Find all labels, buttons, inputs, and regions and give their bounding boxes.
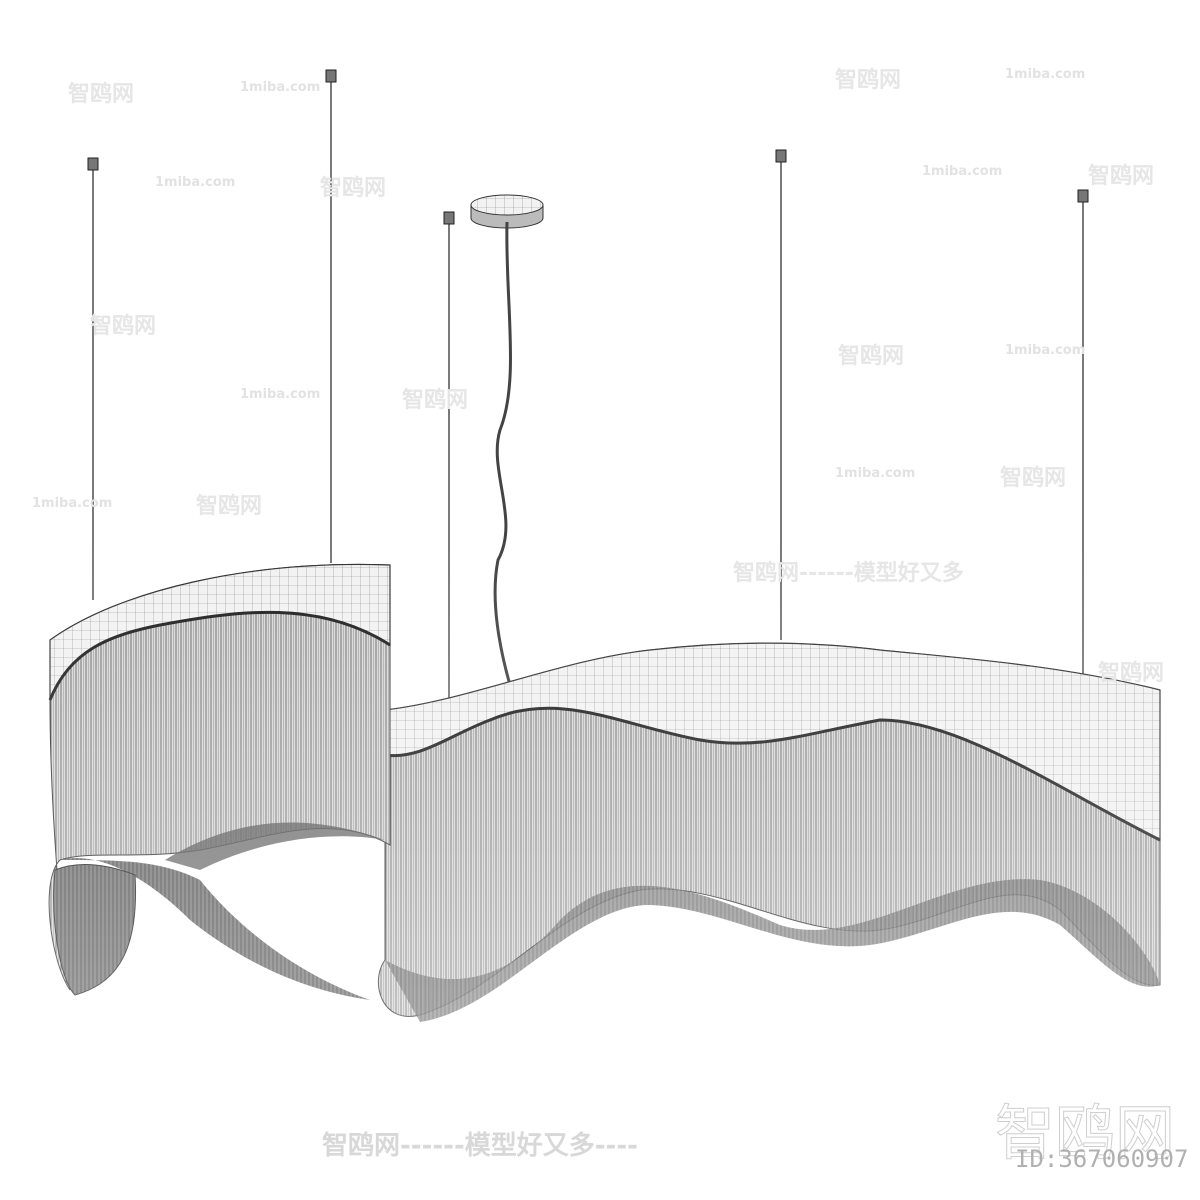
watermark-id: ID:367060907 (1015, 1145, 1189, 1173)
ceiling-cap-4 (775, 149, 787, 163)
watermark-site-name: 智鸥网 (196, 494, 263, 519)
watermark-url: 1miba.com (922, 164, 1003, 179)
watermark-site-name: 智鸥网 (1098, 661, 1165, 686)
watermark-site-name: 智鸥网 (1000, 466, 1067, 491)
canopy (470, 194, 544, 229)
watermark-slogan: 智鸥网------模型好又多---- (322, 1131, 638, 1161)
watermark-mid-slogan: 智鸥网------模型好又多 (733, 561, 964, 586)
watermark-site-name: 智鸥网 (1088, 164, 1155, 189)
watermark-url: 1miba.com (835, 466, 916, 481)
watermark-url: 1miba.com (240, 80, 321, 95)
watermark-logo-text: 智鸥网 (995, 1099, 1176, 1170)
watermark-url: 1miba.com (1005, 343, 1086, 358)
watermark-site-name: 智鸥网 (90, 314, 157, 339)
watermark-site-name: 智鸥网 (835, 68, 902, 93)
watermark-site-name: 智鸥网 (402, 388, 469, 413)
ceiling-cap-1 (87, 157, 99, 171)
watermark-url: 1miba.com (155, 175, 236, 190)
watermark-site-name: 智鸥网 (320, 176, 387, 201)
ceiling-caps (87, 69, 1089, 225)
watermark-url: 1miba.com (240, 387, 321, 402)
shading-overlay (0, 540, 1200, 1040)
ceiling-cap-2 (325, 69, 337, 83)
ceiling-cap-5 (1077, 189, 1089, 203)
watermark-url: 1miba.com (1005, 67, 1086, 82)
ceiling-cap-3 (443, 211, 455, 225)
watermark-site-name: 智鸥网 (68, 82, 135, 107)
watermark-url: 1miba.com (32, 496, 113, 511)
watermark-site-name: 智鸥网 (838, 344, 905, 369)
